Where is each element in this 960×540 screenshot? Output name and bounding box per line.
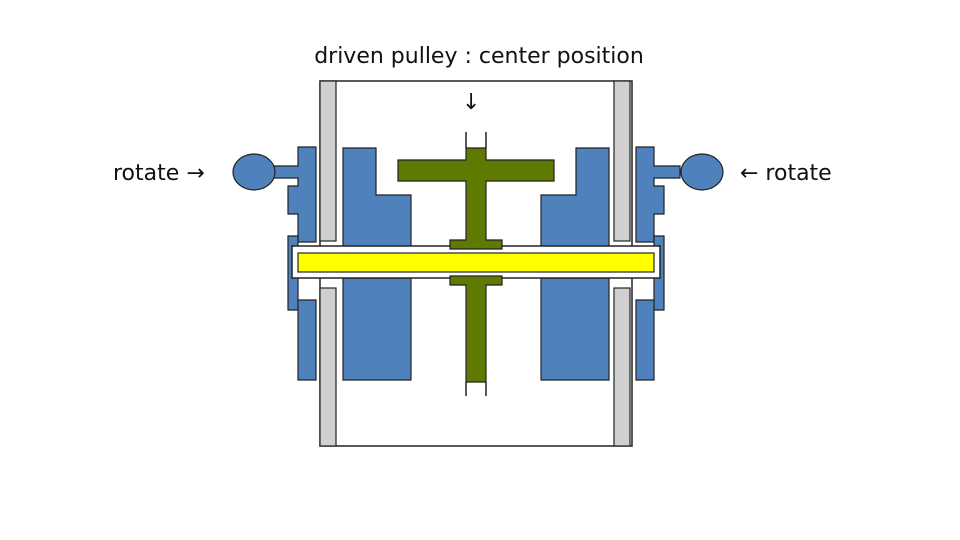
left-lower-plate xyxy=(319,287,337,447)
right-housing-lower xyxy=(540,277,610,381)
pulley-upper xyxy=(397,147,555,250)
right-upper-plate xyxy=(613,80,631,242)
left-housing-arm xyxy=(271,146,317,243)
right-knob xyxy=(680,153,724,191)
down-arrow-icon: ↓ xyxy=(462,90,481,115)
left-rotate-label: rotate → xyxy=(113,161,205,186)
left-upper-plate xyxy=(319,80,337,242)
right-housing-arm xyxy=(635,146,681,243)
left-knob xyxy=(232,153,276,191)
diagram-title: driven pulley : center position xyxy=(314,44,644,69)
left-housing-lower xyxy=(342,277,412,381)
right-lower-plate xyxy=(613,287,631,447)
yellow-shaft xyxy=(297,252,655,273)
right-rotate-label: ← rotate xyxy=(740,161,832,186)
pulley-lower xyxy=(449,275,503,383)
